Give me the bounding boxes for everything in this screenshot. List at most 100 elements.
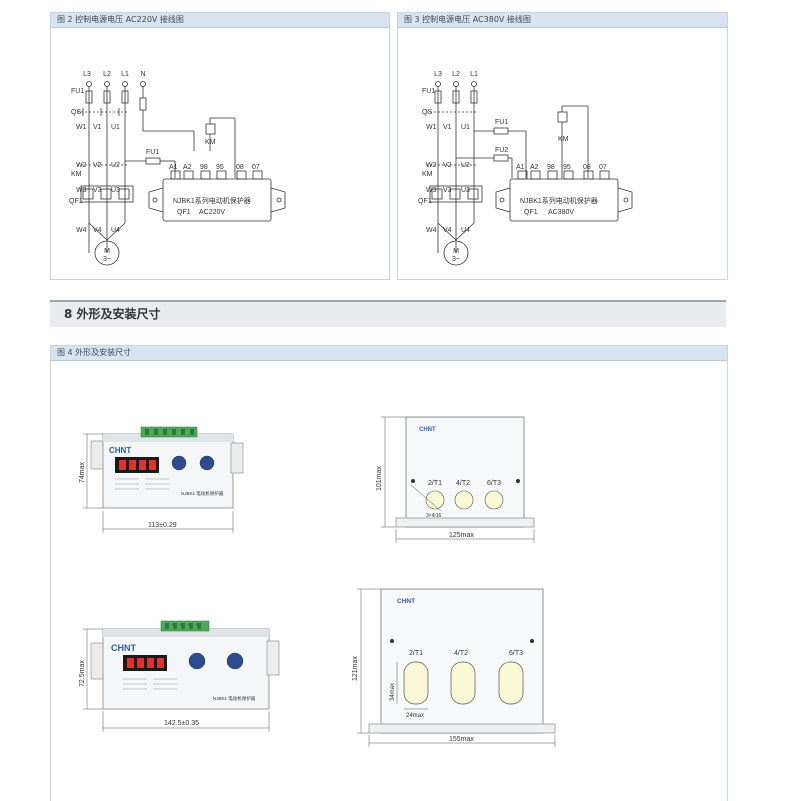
terminal-95: 95 — [216, 164, 224, 171]
label-v4: V4 — [93, 227, 102, 234]
ct-2-brand: CHNT — [397, 598, 415, 605]
figure-4-panel: 图 4 外形及安装尺寸 CHNT NJBK1 电动机保护器 74max 113±… — [50, 345, 728, 801]
terminal-95: 95 — [563, 164, 571, 171]
label-u1: U1 — [111, 124, 120, 131]
label-qf1: QF1 — [418, 198, 432, 205]
ct-2-hole-1: 2/T1 — [409, 650, 423, 657]
terminal-08: 08 — [583, 164, 591, 171]
terminal-98: 98 — [200, 164, 208, 171]
figure-2-panel: 图 2 控制电源电压 AC220V 接线图 L3 L2 L1 N — [50, 12, 390, 280]
phase-label-l1: L1 — [121, 71, 129, 78]
phase-label-l3: L3 — [83, 71, 91, 78]
label-w2: W2 — [426, 162, 437, 169]
coil-label: KM — [205, 139, 216, 146]
label-u2: U2 — [461, 162, 470, 169]
terminal-07: 07 — [252, 164, 260, 171]
figure-3-panel: 图 3 控制电源电压 AC380V 接线图 L3 L2 L1 — [397, 12, 728, 280]
ct-2-hole-h: 34max — [390, 683, 396, 701]
terminal-08: 08 — [236, 164, 244, 171]
ct-1-hole-3: 6/T3 — [487, 480, 501, 487]
label-qs: QS — [422, 109, 432, 116]
device-2-model: NJBK1 电动机保护器 — [213, 695, 256, 702]
fuse2-label: FU2 — [495, 147, 508, 154]
terminal-a1: A1 — [516, 164, 525, 171]
figure-4-title: 图 4 外形及安装尺寸 — [51, 346, 727, 361]
motor-label: M — [104, 248, 110, 255]
figure-4-dimension-drawings: CHNT NJBK1 电动机保护器 74max 113±0.29 CHNT 2/… — [79, 416, 556, 747]
label-w3: W3 — [426, 187, 437, 194]
terminal-a1: A1 — [169, 164, 178, 171]
label-w1: W1 — [426, 124, 437, 131]
label-v2: V2 — [93, 162, 102, 169]
section-8-header: 8 外形及安装尺寸 — [50, 300, 726, 327]
label-u3: U3 — [111, 187, 120, 194]
device-qf1: QF1 — [177, 209, 191, 216]
device-1-brand: CHNT — [109, 446, 131, 455]
device-2-height: 72.5max — [79, 660, 86, 687]
ct-2-drawing: CHNT 2/T1 4/T2 6/T3 34max 24max 121max 1… — [352, 588, 556, 747]
label-v4: V4 — [443, 227, 452, 234]
section-8-title: 8 外形及安装尺寸 — [64, 307, 161, 321]
ct-1-hole-dia: 3×Φ16 — [426, 513, 441, 519]
coil-label: KM — [558, 136, 569, 143]
device-1-model: NJBK1 电动机保护器 — [181, 490, 224, 497]
label-u1: U1 — [461, 124, 470, 131]
label-u3: U3 — [461, 187, 470, 194]
figure-2-title: 图 2 控制电源电压 AC220V 接线图 — [51, 13, 389, 28]
ct-1-width: 125max — [449, 532, 474, 539]
label-u4: U4 — [461, 227, 470, 234]
label-km: KM — [71, 171, 82, 178]
terminal-07: 07 — [599, 164, 607, 171]
device-name: NJBK1系列电动机保护器 — [520, 196, 598, 205]
ct-2-hole-w: 24max — [406, 713, 424, 719]
label-v2: V2 — [443, 162, 452, 169]
label-w4: W4 — [76, 227, 87, 234]
fuse-label: FU1 — [146, 149, 159, 156]
label-v3: V3 — [443, 187, 452, 194]
device-2-width: 142.5±0.35 — [164, 720, 199, 727]
device-2-drawing: CHNT NJBK1 电动机保护器 72.5max 142.5±0.35 — [79, 620, 280, 732]
figure-2-wiring-diagram: L3 L2 L1 N — [69, 71, 286, 266]
ct-1-brand: CHNT — [419, 427, 436, 433]
label-fu1: FU1 — [71, 88, 84, 95]
phase-label-l3: L3 — [434, 71, 442, 78]
label-km: KM — [422, 171, 433, 178]
phase-label-l2: L2 — [452, 71, 460, 78]
label-w2: W2 — [76, 162, 87, 169]
device-1-height: 74max — [79, 461, 86, 483]
label-qf1: QF1 — [69, 198, 83, 205]
device-name: NJBK1系列电动机保护器 — [173, 196, 251, 205]
terminal-a2: A2 — [530, 164, 539, 171]
ct-1-height: 101max — [376, 466, 383, 491]
device-1-drawing: CHNT NJBK1 电动机保护器 74max 113±0.29 — [79, 426, 244, 533]
ct-1-drawing: CHNT 2/T1 4/T2 6/T3 3×Φ16 101max 125max — [376, 416, 535, 543]
label-fu1: FU1 — [422, 88, 435, 95]
motor-sub-label: 3~ — [103, 256, 111, 263]
phase-label-l1: L1 — [470, 71, 478, 78]
device-qf1: QF1 — [524, 209, 538, 216]
device-1-width: 113±0.29 — [148, 522, 177, 529]
figure-3-wiring-diagram: L3 L2 L1 — [418, 71, 633, 266]
label-w3: W3 — [76, 187, 87, 194]
label-u4: U4 — [111, 227, 120, 234]
label-qs: QS — [71, 109, 81, 116]
terminal-98: 98 — [547, 164, 555, 171]
device-2-brand: CHNT — [111, 643, 136, 653]
device-voltage: AC220V — [199, 209, 225, 216]
phase-label-l2: L2 — [103, 71, 111, 78]
ct-2-hole-2: 4/T2 — [454, 650, 468, 657]
ct-2-hole-3: 6/T3 — [509, 650, 523, 657]
label-v3: V3 — [93, 187, 102, 194]
motor-label: M — [453, 248, 459, 255]
ct-2-height: 121max — [352, 656, 359, 681]
phase-label-n: N — [140, 71, 145, 78]
label-v1: V1 — [443, 124, 452, 131]
label-v1: V1 — [93, 124, 102, 131]
ct-1-hole-2: 4/T2 — [456, 480, 470, 487]
fuse1-label: FU1 — [495, 119, 508, 126]
ct-2-width: 155max — [449, 736, 474, 743]
motor-sub-label: 3~ — [452, 256, 460, 263]
device-voltage: AC380V — [548, 209, 574, 216]
ct-1-hole-1: 2/T1 — [428, 480, 442, 487]
label-w1: W1 — [76, 124, 87, 131]
